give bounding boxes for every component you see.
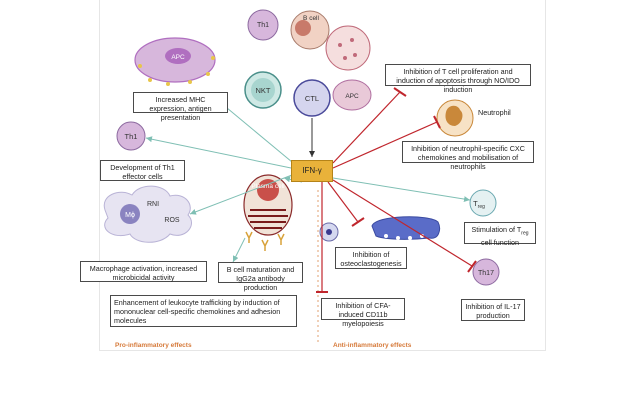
- inhibit-tcell: [332, 91, 401, 164]
- box-macrophage: Macrophage activation, increased microbi…: [80, 261, 207, 282]
- arrow-to-macrophage: [189, 174, 293, 215]
- apc-top-cell: [134, 37, 216, 86]
- antibody-icons: [245, 231, 285, 251]
- box-treg-stimulation: Stimulation of Treg cell function: [464, 222, 536, 248]
- box-treg-sub: reg: [521, 230, 529, 237]
- ifn-gamma-box: IFN-γ: [291, 160, 333, 182]
- macrophage-cell: [103, 185, 193, 243]
- precursor-cell: [319, 222, 339, 242]
- inhibit-osteo: [327, 181, 359, 223]
- box-neutrophil-inhibition: Inhibition of neutrophil-specific CXC ch…: [402, 141, 534, 171]
- bcell-top-cell: [290, 10, 330, 50]
- box-treg-text: Stimulation of T: [471, 225, 522, 234]
- label-neutrophil: Neutrophil: [478, 108, 511, 117]
- label-th1-top: Th1: [257, 22, 269, 29]
- label-mphi: Mϕ: [125, 212, 135, 219]
- label-treg-sub: reg: [478, 204, 485, 210]
- plasma-cell: [243, 174, 293, 236]
- box-treg-end: cell function: [481, 238, 519, 248]
- nkt-cell: [244, 71, 282, 109]
- footer-anti-inflammatory: Anti-inflammatory effects: [333, 342, 412, 349]
- label-apc-bottom: APC: [345, 93, 359, 100]
- label-nkt: NKT: [256, 86, 271, 95]
- label-treg: Treg: [473, 199, 485, 210]
- label-plasma: Plasma cell: [251, 183, 285, 190]
- label-apc-top: APC: [171, 54, 185, 61]
- label-rni: RNI: [147, 201, 159, 208]
- footer-pro-inflammatory: Pro-inflammatory effects: [115, 342, 192, 349]
- arrow-to-treg: [332, 177, 471, 203]
- box-il17-inhibition: Inhibition of IL-17 production: [461, 299, 525, 321]
- arrow-to-leuko: [232, 237, 246, 263]
- label-ros: ROS: [164, 217, 180, 224]
- apc-bottom-cell: [332, 79, 372, 111]
- box-mhc: Increased MHC expression, antigen presen…: [133, 92, 228, 122]
- ctl-cell: [293, 79, 331, 117]
- box-bcell-maturation: B cell maturation and IgG2a antibody pro…: [218, 262, 303, 292]
- box-leukocyte: Enhancement of leukocyte trafficking by …: [110, 295, 297, 327]
- box-tcell-inhibition: Inhibition of T cell proliferation and i…: [385, 64, 531, 94]
- inhibit-neutrophil: [332, 121, 438, 169]
- box-cfa-inhibition: Inhibition of CFA-induced CD11b myelopoi…: [321, 298, 405, 328]
- osteoclast-cell: [371, 216, 441, 240]
- th1-top-cell: [247, 9, 279, 41]
- label-bcell-top: B cell: [303, 15, 319, 22]
- arrow-to-th1: [145, 136, 292, 169]
- neutrophil-cell: [436, 99, 474, 137]
- th17-cell: [472, 258, 500, 286]
- box-th1-development: Development of Th1 effector cells: [100, 160, 185, 181]
- treg-cell: [469, 189, 497, 217]
- label-treg-main: T: [473, 199, 478, 208]
- th1-cell: [116, 121, 146, 151]
- label-th1: Th1: [125, 132, 138, 141]
- box-osteoclastogenesis: Inhibition of osteoclastogenesis: [335, 247, 407, 269]
- label-ctl: CTL: [305, 94, 319, 103]
- dotted-cell: [325, 25, 371, 71]
- inhibit-th17: [332, 179, 473, 267]
- label-th17: Th17: [478, 270, 494, 277]
